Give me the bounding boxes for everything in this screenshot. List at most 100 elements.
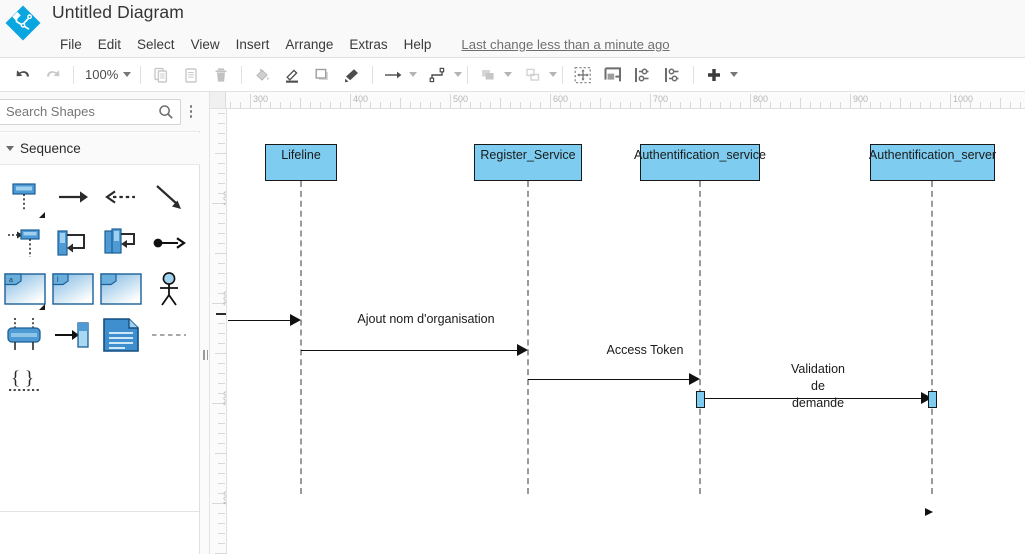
shape-variants-indicator[interactable] — [39, 304, 45, 310]
kebab-menu-icon[interactable] — [183, 99, 199, 125]
ruler-minor-tick — [920, 102, 921, 108]
search-icon[interactable] — [158, 104, 174, 125]
search-input[interactable] — [0, 100, 150, 123]
message-line[interactable] — [228, 320, 292, 321]
activation-box[interactable] — [928, 391, 937, 408]
activation-box[interactable] — [696, 391, 705, 408]
message-arrowhead-icon — [517, 344, 528, 356]
format-painter-icon[interactable] — [339, 62, 365, 88]
return-message-shape[interactable] — [98, 174, 144, 220]
chevron-down-icon[interactable] — [730, 72, 739, 77]
ruler-label: 400 — [353, 94, 369, 104]
to-front-icon[interactable] — [475, 62, 501, 88]
menu-help[interactable]: Help — [403, 36, 432, 52]
orphan-arrowhead-icon[interactable] — [925, 508, 933, 516]
message-line[interactable] — [700, 398, 923, 399]
menu-arrange[interactable]: Arrange — [285, 36, 334, 52]
self-call-nested-shape[interactable] — [98, 220, 144, 266]
menu-select[interactable]: Select — [137, 36, 175, 52]
undo-icon[interactable] — [10, 62, 36, 88]
message-arrow-shape[interactable] — [50, 174, 96, 220]
constraint-braces-shape[interactable]: { } — [2, 358, 48, 404]
search-shapes-row — [0, 92, 200, 132]
note-shape[interactable] — [98, 312, 144, 358]
ruler-minor-tick — [470, 102, 471, 108]
menu-view[interactable]: View — [190, 36, 220, 52]
chevron-down-icon[interactable] — [549, 72, 558, 77]
diagonal-message-shape[interactable] — [146, 174, 192, 220]
delete-icon[interactable] — [208, 62, 234, 88]
message-line[interactable] — [528, 379, 691, 380]
insert-table-icon[interactable] — [600, 62, 626, 88]
to-back-icon[interactable] — [520, 62, 546, 88]
frame-alt-shape[interactable]: a — [2, 266, 48, 312]
to-front-control[interactable] — [473, 62, 513, 88]
create-message-shape[interactable] — [50, 312, 96, 358]
diagram-title[interactable]: Untitled Diagram — [52, 2, 184, 22]
distribute-horizontal-icon[interactable] — [630, 62, 656, 88]
actor-shape[interactable] — [146, 266, 192, 312]
ruler-minor-tick — [430, 102, 431, 108]
insert-control[interactable] — [699, 62, 739, 88]
chevron-down-icon[interactable] — [504, 72, 513, 77]
last-change-status[interactable]: Last change less than a minute ago — [461, 36, 670, 52]
self-call-left-shape[interactable] — [50, 220, 96, 266]
ruler-major-tick — [350, 94, 351, 108]
waypoints-icon[interactable] — [425, 62, 451, 88]
lifeline-dashed-line[interactable] — [300, 181, 302, 494]
ruler-minor-tick — [218, 193, 225, 194]
menu-insert[interactable]: Insert — [235, 36, 270, 52]
found-message-shape[interactable] — [2, 220, 48, 266]
lifeline-dashed-line[interactable] — [931, 181, 933, 494]
message-line[interactable] — [301, 350, 519, 351]
frame-loop-shape[interactable]: l — [50, 266, 96, 312]
ruler-minor-tick — [680, 102, 681, 108]
fill-color-icon[interactable] — [249, 62, 275, 88]
ruler-minor-tick — [900, 98, 901, 108]
message-label[interactable]: Access Token — [606, 343, 684, 357]
message-arrowhead-icon — [921, 392, 932, 404]
to-back-control[interactable] — [518, 62, 558, 88]
diagram-canvas[interactable]: Lifeline Register_Service Authentification… — [227, 109, 1025, 554]
lifeline-header-box[interactable]: Register_Service — [474, 144, 582, 181]
dashed-line-shape[interactable] — [146, 312, 192, 358]
frame-shape[interactable] — [98, 266, 144, 312]
shape-variants-indicator[interactable] — [39, 212, 45, 218]
chevron-down-icon[interactable] — [409, 72, 418, 77]
lifeline-header-box[interactable]: Authentification_server — [869, 144, 996, 181]
line-color-icon[interactable] — [279, 62, 305, 88]
ruler-minor-tick — [670, 102, 671, 108]
message-label[interactable]: Validation de demande — [791, 362, 845, 410]
fit-page-icon[interactable] — [570, 62, 596, 88]
distribute-vertical-icon[interactable] — [660, 62, 686, 88]
copy-icon[interactable] — [148, 62, 174, 88]
drawio-logo-icon[interactable] — [4, 4, 42, 42]
insert-plus-icon[interactable] — [701, 62, 727, 88]
chevron-down-icon[interactable] — [454, 72, 463, 77]
combined-fragment-shape[interactable] — [2, 312, 48, 358]
sidebar-splitter[interactable] — [200, 92, 210, 554]
connection-arrow-control[interactable] — [378, 62, 418, 88]
search-shapes-box[interactable] — [0, 98, 181, 125]
sidebar-section-sequence[interactable]: Sequence — [0, 133, 200, 165]
ruler-minor-tick — [510, 102, 511, 108]
waypoints-control[interactable] — [423, 62, 463, 88]
menu-file[interactable]: File — [60, 36, 82, 52]
zoom-control[interactable]: 100% — [79, 65, 135, 84]
connection-arrow-icon[interactable] — [380, 62, 406, 88]
splitter-grip-icon[interactable] — [203, 350, 208, 360]
lifeline-dashed-line[interactable] — [527, 181, 529, 494]
menu-extras[interactable]: Extras — [349, 36, 388, 52]
destroy-message-shape[interactable] — [146, 220, 192, 266]
paste-icon[interactable] — [178, 62, 204, 88]
shadow-icon[interactable] — [309, 62, 335, 88]
redo-icon[interactable] — [40, 62, 66, 88]
menu-edit[interactable]: Edit — [97, 36, 122, 52]
lifeline-shape[interactable] — [2, 174, 48, 220]
lifeline-dashed-line[interactable] — [699, 181, 701, 494]
lifeline-header-box[interactable]: Authentification_service — [634, 144, 766, 181]
lifeline-header-box[interactable]: Lifeline — [265, 144, 337, 181]
message-label[interactable]: Ajout nom d'organisation — [357, 312, 495, 326]
